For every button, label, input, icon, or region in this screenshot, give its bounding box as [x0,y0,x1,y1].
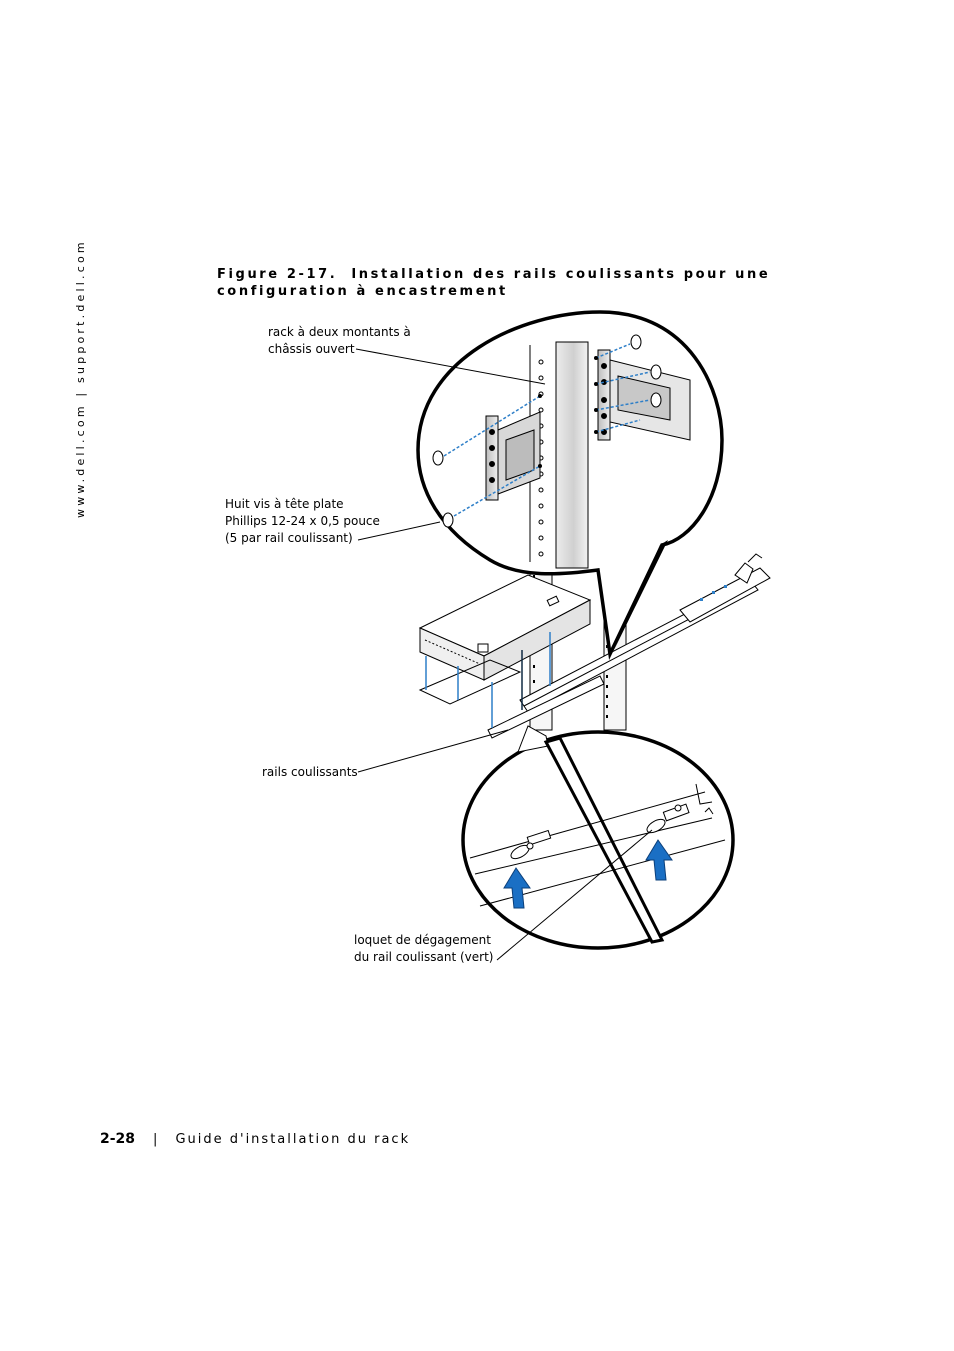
arrow-up-icon [503,867,531,909]
server-chassis [418,574,605,739]
callout-latch: loquet de dégagement du rail coulissant … [354,932,494,966]
page-number: 2-28 [100,1131,136,1147]
callout-leader-lines [355,348,653,961]
callout-rails-line: rails coulissants [262,765,358,779]
callout-rails: rails coulissants [262,764,358,781]
callout-rack-line: rack à deux montants à [268,325,411,339]
upper-detail-bubble [416,310,724,660]
figure-caption: Figure 2-17.Installation des rails couli… [217,266,837,300]
callout-screws: Huit vis à tête plate Phillips 12-24 x 0… [225,496,380,547]
figure-number: Figure 2-17. [217,267,338,282]
page-footer: 2-28 | Guide d'installation du rack [100,1131,410,1147]
rear-slide-rail [519,553,771,713]
figure-title: Installation des rails coulissants pour … [217,267,771,299]
footer-separator: | [153,1132,158,1147]
callout-rack: rack à deux montants à châssis ouvert [268,324,411,358]
callout-screws-line: (5 par rail coulissant) [225,531,353,545]
lower-detail-bubble [461,725,735,950]
arrow-up-icon [645,839,673,881]
callout-rack-line: châssis ouvert [268,342,355,356]
callout-latch-line: loquet de dégagement [354,933,491,947]
callout-screws-line: Huit vis à tête plate [225,497,344,511]
guide-title: Guide d'installation du rack [175,1132,411,1147]
callout-screws-line: Phillips 12-24 x 0,5 pouce [225,514,380,528]
callout-latch-line: du rail coulissant (vert) [354,950,494,964]
